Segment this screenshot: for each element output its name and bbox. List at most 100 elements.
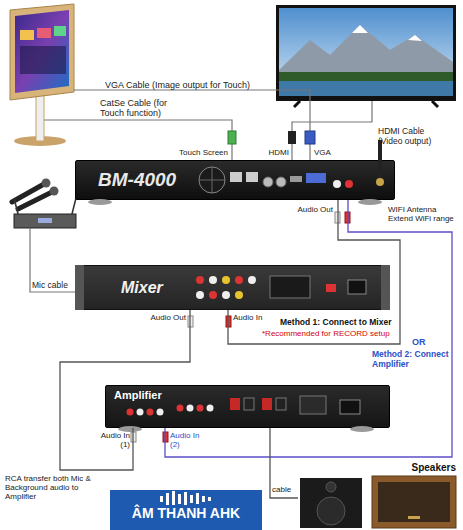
rca-port (209, 291, 217, 299)
option-label: OR (412, 337, 442, 347)
cable-label: HDMI Cable (Video output) (378, 127, 450, 147)
rca-port (209, 276, 217, 284)
device-name: Amplifier (114, 389, 162, 401)
port-label: Audio In (2) (170, 431, 206, 449)
rack-ear (75, 265, 84, 310)
speaker-cabinet (372, 476, 456, 528)
waveform-bar (208, 497, 211, 501)
tv-mountains (279, 25, 453, 80)
screen-tile (20, 30, 34, 40)
speaker-terminal (262, 398, 272, 410)
rca-port (197, 405, 204, 412)
spec-sticker (270, 276, 310, 298)
screen-tile (54, 26, 66, 36)
device-name: Speakers (412, 462, 456, 473)
speaker-terminal (244, 398, 254, 410)
waveform-bar (184, 492, 187, 505)
port-label: VGA (314, 148, 338, 157)
rca-port (137, 409, 144, 416)
port-label: Audio In (1) (94, 431, 130, 449)
port-label: Audio Out (140, 313, 186, 322)
microphone-head (50, 187, 59, 196)
cable-note: RCA transfer both Mic & Background audio… (5, 474, 105, 502)
tv-bezel (276, 5, 456, 101)
device-foot (358, 199, 382, 205)
antenna-connector (376, 178, 384, 186)
speaker-cabinet (300, 478, 362, 528)
cooling-fan (199, 167, 225, 193)
microphone-head (42, 179, 51, 188)
waveform-bar (202, 496, 205, 502)
rca-port (147, 409, 154, 416)
device-foot (350, 426, 374, 432)
tv-foot (294, 101, 300, 107)
fan-grill (212, 167, 213, 193)
tv-screen (279, 8, 453, 96)
method-label: Method 2: Connect Amplifier (372, 350, 452, 370)
speaker-terminal (230, 398, 240, 410)
rca-port (235, 276, 243, 284)
rca-port (196, 291, 204, 299)
speaker-grille (378, 482, 450, 522)
hdmi-port (290, 176, 302, 182)
cable-label: cable (272, 485, 298, 494)
device-foot (88, 199, 112, 205)
tv-lake (279, 81, 453, 96)
waveform-bar (178, 494, 181, 504)
hdmi-plug (288, 131, 296, 144)
speaker-terminal (276, 398, 286, 410)
rj45-port (230, 172, 242, 182)
cable-label: Mic cable (32, 281, 92, 291)
watermark-box (110, 490, 262, 530)
rca-port (207, 405, 214, 412)
cat5e-cable (44, 120, 232, 160)
method-label: Method 1: Connect to Mixer (280, 318, 410, 328)
rca-port (276, 177, 286, 187)
tv-foot (432, 101, 438, 107)
waveform-bar (166, 493, 169, 505)
rj45-plug (228, 131, 236, 144)
rca-port (187, 405, 194, 412)
power-switch (326, 284, 336, 292)
power-socket (340, 400, 360, 414)
speaker-logo (408, 516, 420, 519)
wifi-antenna (378, 140, 382, 180)
rca-port (235, 291, 243, 299)
tv-snow (352, 25, 368, 33)
hdmi-cable (292, 101, 372, 160)
waveform-bar (172, 491, 175, 505)
rca-port (196, 276, 204, 284)
tv-trees (279, 72, 453, 81)
cable-label: VGA Cable (Image output for Touch) (105, 80, 305, 90)
speaker-tweeter (326, 482, 336, 492)
receiver-antenna (72, 198, 76, 214)
rack-ear (381, 265, 390, 310)
port-label: Touch Screen (168, 148, 228, 157)
antenna-note: WIFI Antenna Extend WiFi range (388, 205, 462, 223)
screen-tile (37, 28, 51, 38)
cable-label: CatSe Cable (for Touch function) (100, 98, 190, 119)
rca-port (127, 409, 134, 416)
port-label: Audio In (233, 313, 273, 322)
device-name: Mixer (121, 279, 163, 297)
waveform-bar (190, 495, 193, 503)
rj45-port (246, 172, 258, 182)
audio-out-port (333, 180, 341, 188)
microphone (18, 192, 52, 209)
tv-snow (408, 35, 422, 41)
power-socket (348, 280, 366, 294)
waveform-bar (160, 496, 163, 502)
port-label: HDMI (262, 148, 289, 157)
vga-plug (305, 131, 315, 144)
mic-receiver (14, 214, 76, 228)
rca-port (157, 409, 164, 416)
vga-cable (74, 90, 310, 160)
vga-port (306, 173, 326, 183)
warning-label (300, 396, 326, 414)
rca-port (177, 405, 184, 412)
watermark-text: ÂM THANH AHK (110, 505, 262, 521)
